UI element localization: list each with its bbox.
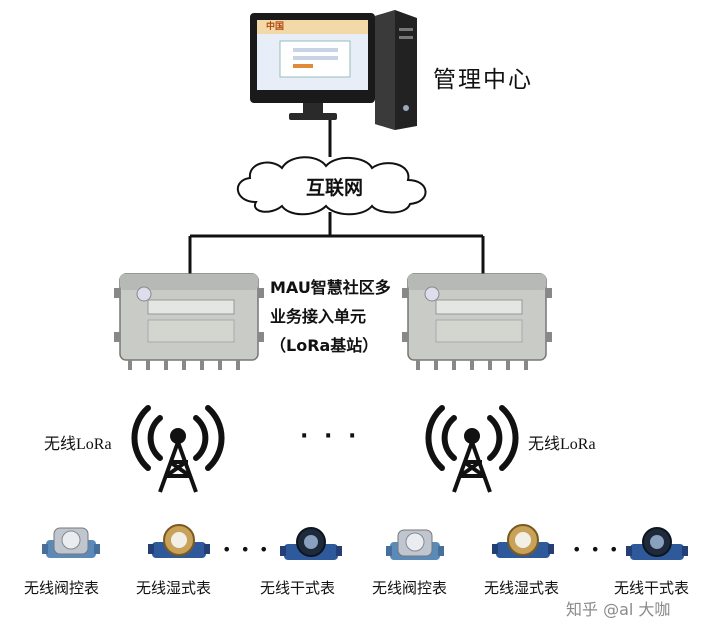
watermark: 知乎 @al 大咖 <box>566 600 671 619</box>
dry-meter-icon-1 <box>280 527 342 560</box>
wireless-ellipsis: · · · <box>300 424 361 449</box>
computer-icon <box>250 10 417 130</box>
base-station-label-line3: （LoRa基站） <box>270 336 379 355</box>
meter-ellipsis-left: • • • <box>222 540 271 559</box>
meter-label-5: 无线湿式表 <box>484 579 560 597</box>
wireless-lora-label-right: 无线LoRa <box>528 436 596 453</box>
meter-label-2: 无线湿式表 <box>136 579 212 597</box>
base-station-label-line1: MAU智慧社区多 <box>270 278 391 297</box>
antenna-tower-icon-left <box>131 405 225 493</box>
screen-banner: 中国 <box>266 22 285 32</box>
dry-meter-icon-2 <box>626 527 688 560</box>
meter-ellipsis-right: • • • <box>572 540 621 559</box>
valve-meter-icon-2 <box>386 529 444 560</box>
cloud-icon <box>237 156 427 216</box>
base-station-label-line2: 业务接入单元 <box>270 307 367 326</box>
meter-label-6: 无线干式表 <box>614 579 690 597</box>
meter-label-4: 无线阀控表 <box>372 579 448 597</box>
lora-base-station-left <box>114 273 264 370</box>
meter-label-3: 无线干式表 <box>260 579 336 597</box>
internet-label: 互联网 <box>306 177 364 199</box>
valve-meter-icon-1 <box>42 527 100 558</box>
wet-meter-icon-1 <box>148 524 210 558</box>
management-center-label: 管理中心 <box>433 67 533 93</box>
wireless-lora-label-left: 无线LoRa <box>44 436 112 453</box>
base-station-label: MAU智慧社区多 业务接入单元 （LoRa基站） <box>270 273 391 360</box>
wet-meter-icon-2 <box>492 524 554 558</box>
lora-base-station-right <box>402 273 552 370</box>
meter-label-1: 无线阀控表 <box>24 579 100 597</box>
antenna-tower-icon-right <box>425 405 519 493</box>
